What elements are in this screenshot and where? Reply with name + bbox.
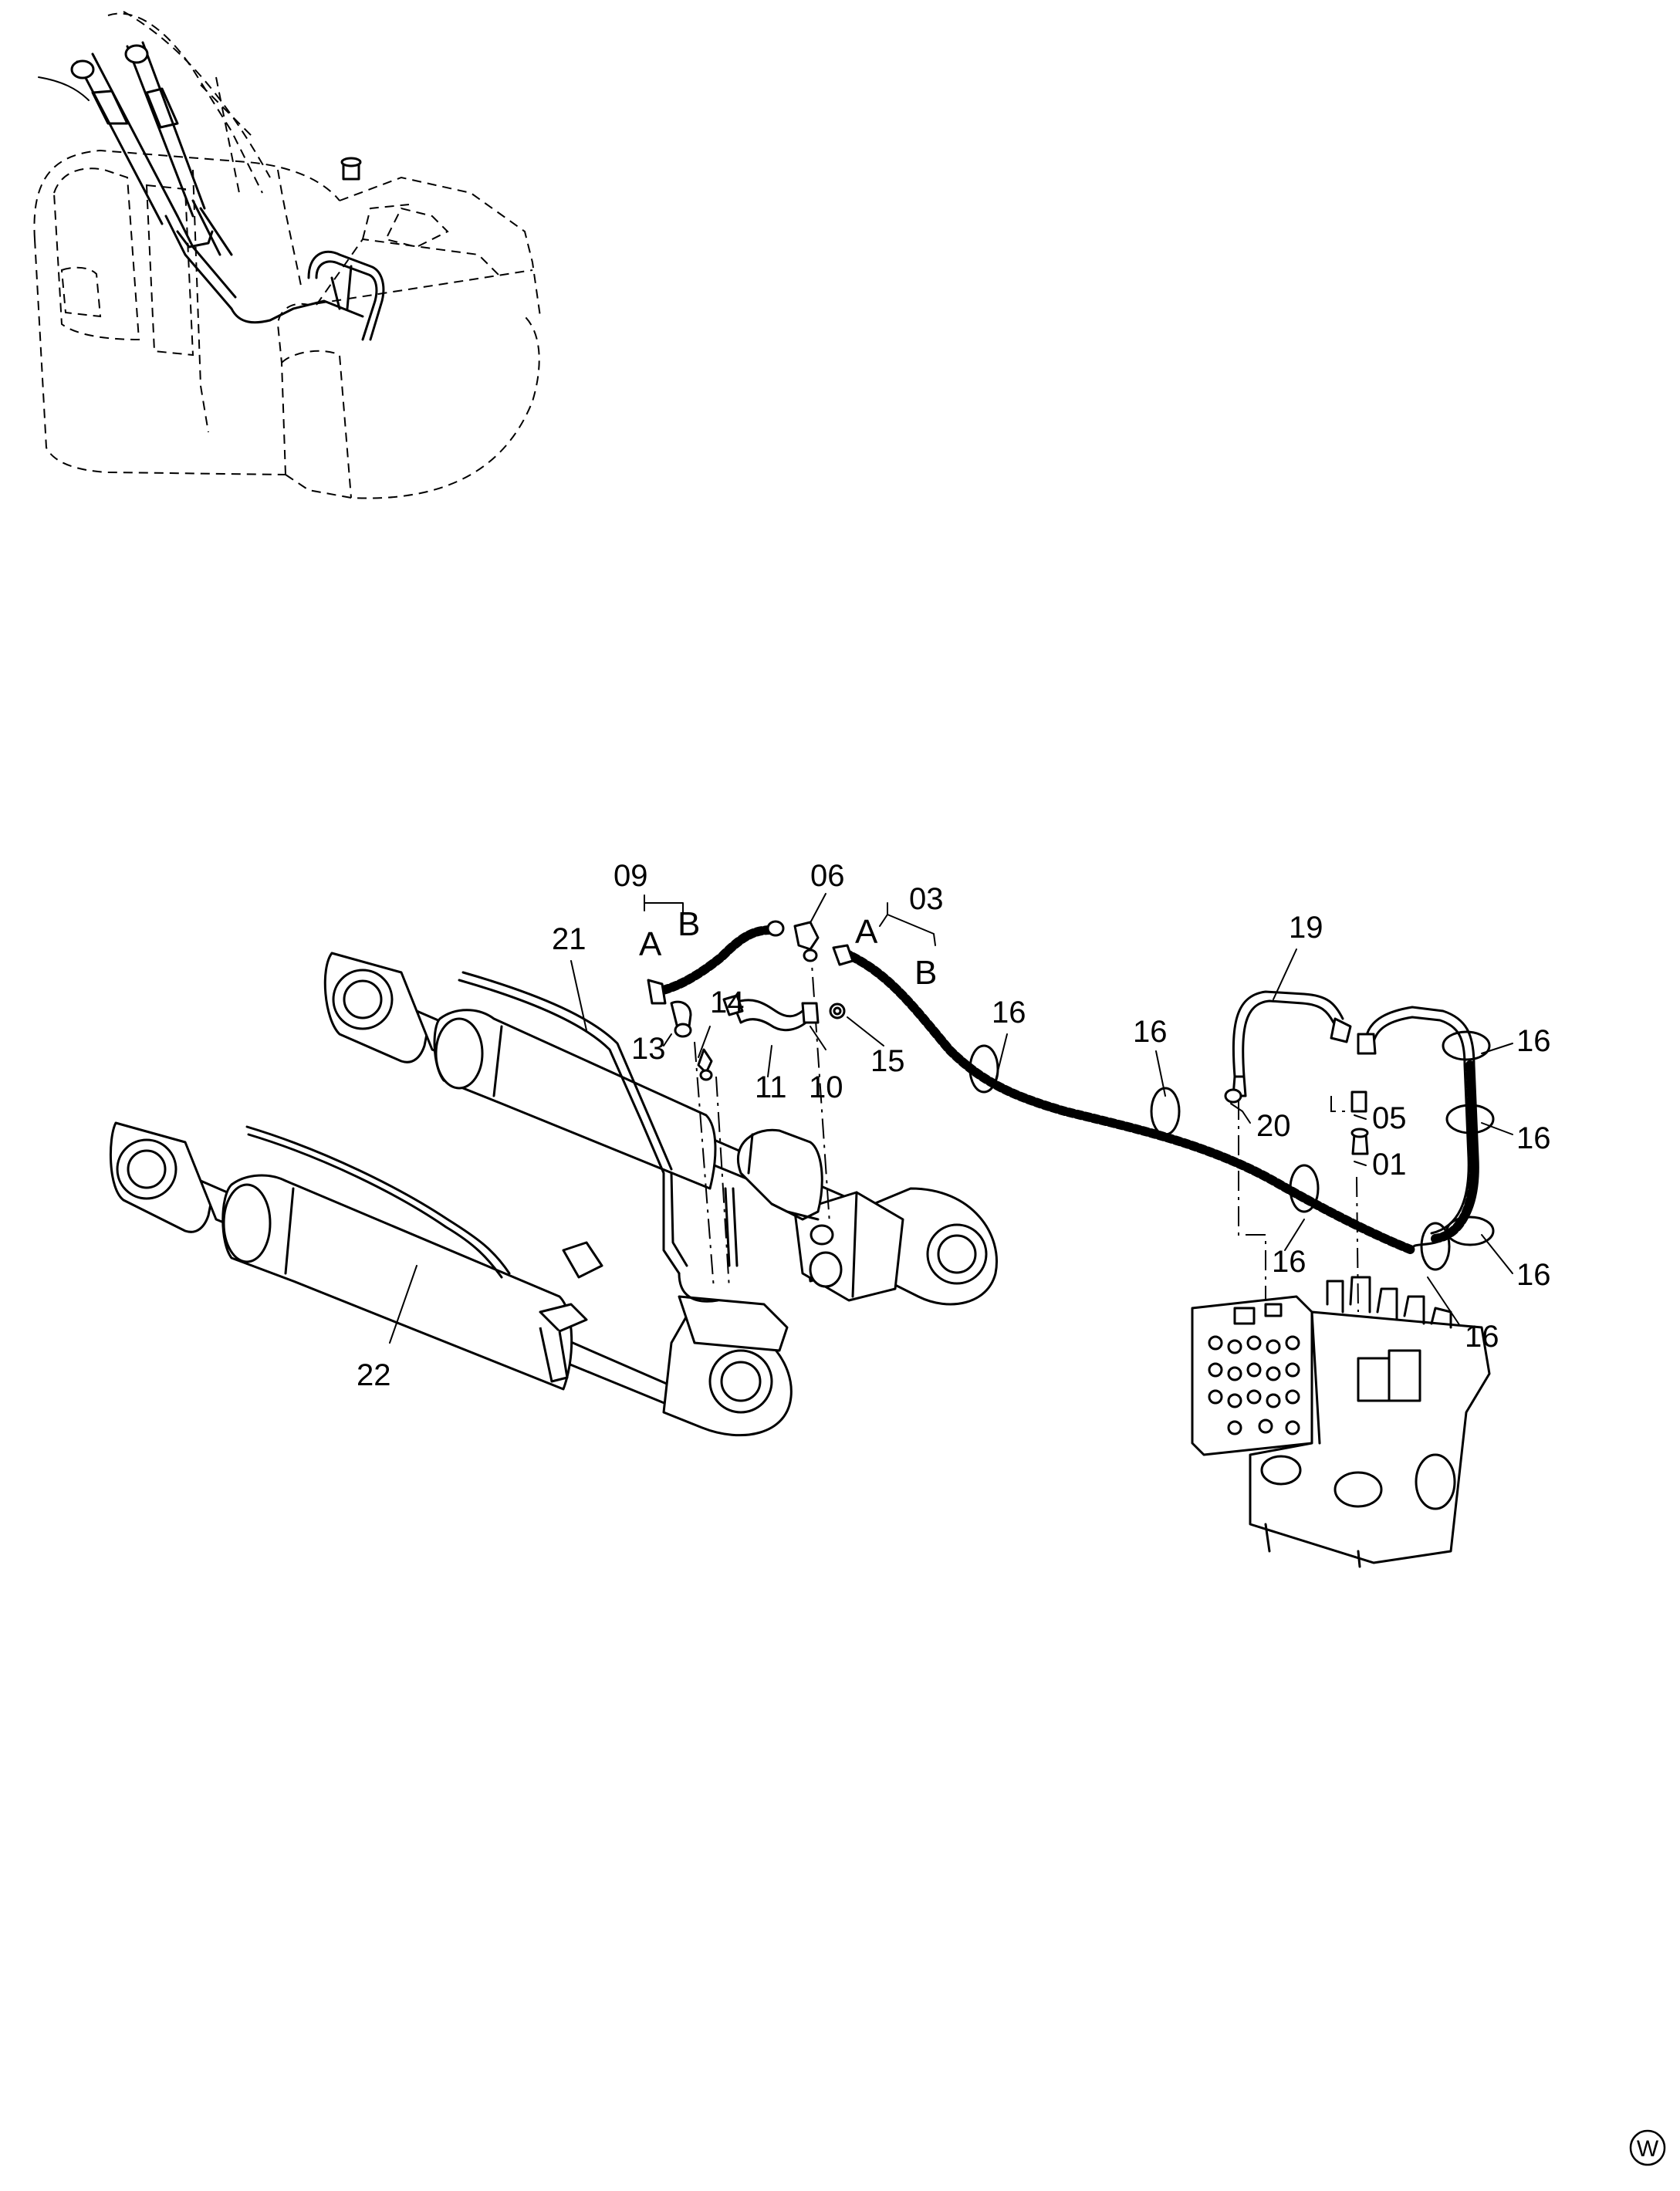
fittings-13-14	[670, 1000, 713, 1081]
callout-21: 21	[552, 922, 586, 956]
callout-16f: 16	[1272, 1245, 1306, 1279]
callout-19: 19	[1289, 911, 1323, 945]
port-letter-b-03: B	[914, 954, 937, 992]
callout-09: 09	[614, 859, 648, 893]
callout-20: 20	[1256, 1109, 1291, 1143]
callout-14: 14	[710, 986, 745, 1019]
port-letter-a-03: A	[855, 913, 878, 951]
clamps-16	[968, 1030, 1495, 1271]
callout-01: 01	[1372, 1148, 1407, 1182]
control-valve-assembly	[1191, 1276, 1491, 1568]
callout-16b: 16	[1133, 1015, 1168, 1049]
valve-bolts	[1208, 1335, 1300, 1435]
leaders-and-linework	[389, 893, 1513, 1344]
callout-16c: 16	[1516, 1024, 1551, 1058]
corner-mark: W	[1629, 2129, 1666, 2166]
callout-11: 11	[755, 1070, 787, 1104]
callout-13: 13	[631, 1032, 666, 1066]
callout-05: 05	[1372, 1101, 1407, 1135]
excavator-overview-illustration	[33, 11, 541, 499]
boom-cylinder-assembly	[110, 952, 998, 1437]
hose-03	[832, 944, 1417, 1255]
fittings-06-10-11-15	[722, 921, 846, 1032]
callout-03: 03	[909, 882, 944, 916]
fittings-05-01-20	[1224, 1088, 1369, 1155]
callout-06: 06	[810, 859, 845, 893]
callout-labels: 09 06 03 21 19 14 13 11 10 15 16 16 16 1…	[357, 859, 1551, 1392]
callout-22: 22	[357, 1358, 391, 1392]
corner-mark-letter: W	[1637, 2136, 1659, 2162]
callout-16e: 16	[1516, 1258, 1551, 1292]
port-letter-a-09: A	[639, 925, 662, 963]
callout-10: 10	[809, 1070, 843, 1104]
callout-15: 15	[870, 1044, 905, 1078]
callout-16a: 16	[992, 996, 1026, 1030]
port-letter-b-09: B	[678, 905, 700, 943]
callout-16d: 16	[1516, 1121, 1551, 1155]
callout-16g: 16	[1465, 1320, 1499, 1354]
hose-09	[647, 920, 785, 1005]
